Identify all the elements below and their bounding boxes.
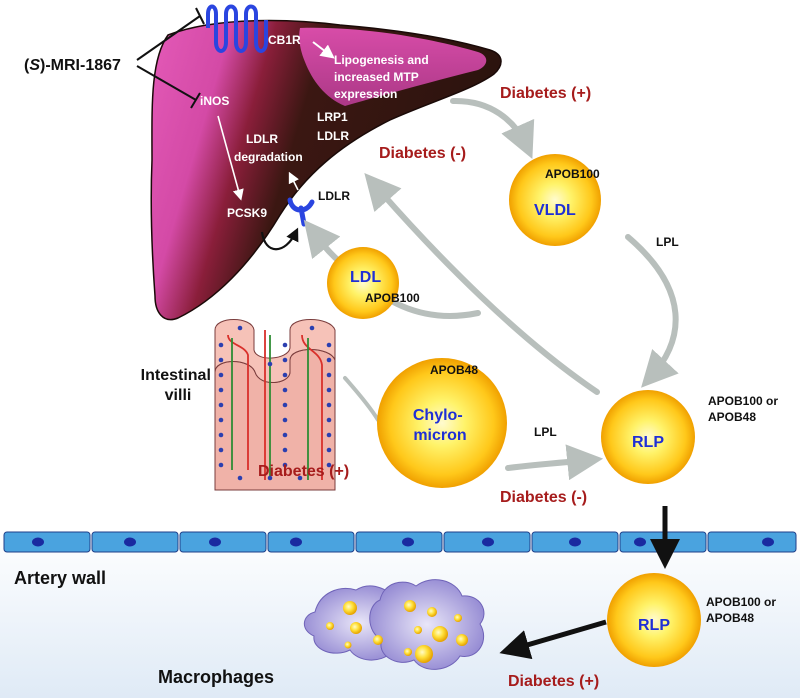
drug-label: (S)-MRI-1867: [24, 57, 121, 74]
ldlr-degradation-label: LDLR degradation: [234, 132, 303, 164]
diabetes-plus-left: Diabetes (+): [258, 463, 349, 480]
lpl-chylo-label: LPL: [534, 425, 557, 439]
chylomicron-name: Chylo- micron: [413, 407, 467, 444]
rlp-to-macrophage-arrow: [499, 619, 607, 660]
ldlr-receptor-label: LDLR: [317, 129, 349, 143]
pcsk9-label: PCSK9: [227, 206, 267, 220]
ldl-name: LDL: [350, 269, 381, 286]
chylomicron-apo: APOB48: [430, 363, 478, 377]
degradation-arrow: [288, 171, 299, 191]
macrophages-icon: [303, 579, 485, 670]
rlp-wall-name: RLP: [638, 617, 670, 634]
ldl-particle: LDL APOB100: [327, 247, 420, 319]
intestinal-villi-label: Intestinal villi: [141, 367, 216, 404]
liver: [150, 19, 502, 321]
macrophages-label: Macrophages: [158, 667, 274, 687]
vldl-apo: APOB100: [545, 167, 600, 181]
liver-to-vldl-arrow: [450, 97, 535, 160]
lrp1-label: LRP1: [317, 110, 348, 124]
diabetes-minus-top: Diabetes (-): [379, 145, 466, 162]
chylomicron-particle: APOB48 Chylo- micron: [377, 358, 507, 488]
rlp-particle: RLP: [601, 390, 695, 484]
ldlr-receptor-icon: [287, 197, 315, 227]
artery-wall-cells: [3, 531, 797, 553]
intestine-to-chylo-arrow: [343, 376, 380, 422]
cb1r-label: CB1R: [268, 33, 301, 47]
vldl-particle: APOB100 VLDL: [509, 154, 601, 246]
chylo-to-rlp-arrow: [505, 444, 604, 481]
cb1r-receptor-icon: [206, 4, 268, 53]
intestinal-villi-icon: [214, 319, 336, 491]
vldl-to-rlp-arrow: [625, 234, 679, 388]
pcsk9-binding-arrow: [260, 227, 299, 251]
ldl-apo: APOB100: [365, 291, 420, 305]
ldlr-surface-label: LDLR: [318, 189, 350, 203]
artery-wall-label: Artery wall: [14, 568, 106, 588]
rlp-wall-apo: APOB100 or APOB48: [706, 595, 779, 625]
rlp-name: RLP: [632, 434, 664, 451]
lpl-vldl-label: LPL: [656, 235, 679, 249]
rlp-to-liver-arrow: [364, 173, 600, 395]
inos-label: iNOS: [200, 94, 229, 108]
diabetes-plus-bottom: Diabetes (+): [508, 673, 599, 690]
diabetes-plus-top: Diabetes (+): [500, 85, 591, 102]
vldl-name: VLDL: [534, 202, 576, 219]
diabetes-minus-bottom: Diabetes (-): [500, 489, 587, 506]
cb1r-arrow: [312, 41, 335, 59]
rlp-wall-particle: RLP: [607, 573, 701, 667]
drug-inhibition-lines: [136, 7, 205, 109]
artery-cell-nuclei: [32, 537, 774, 547]
inos-to-pcsk9-arrow: [217, 115, 244, 201]
rlp-apo: APOB100 or APOB48: [708, 394, 781, 424]
lipogenesis-label: Lipogenesis and increased MTP expression: [334, 53, 432, 101]
